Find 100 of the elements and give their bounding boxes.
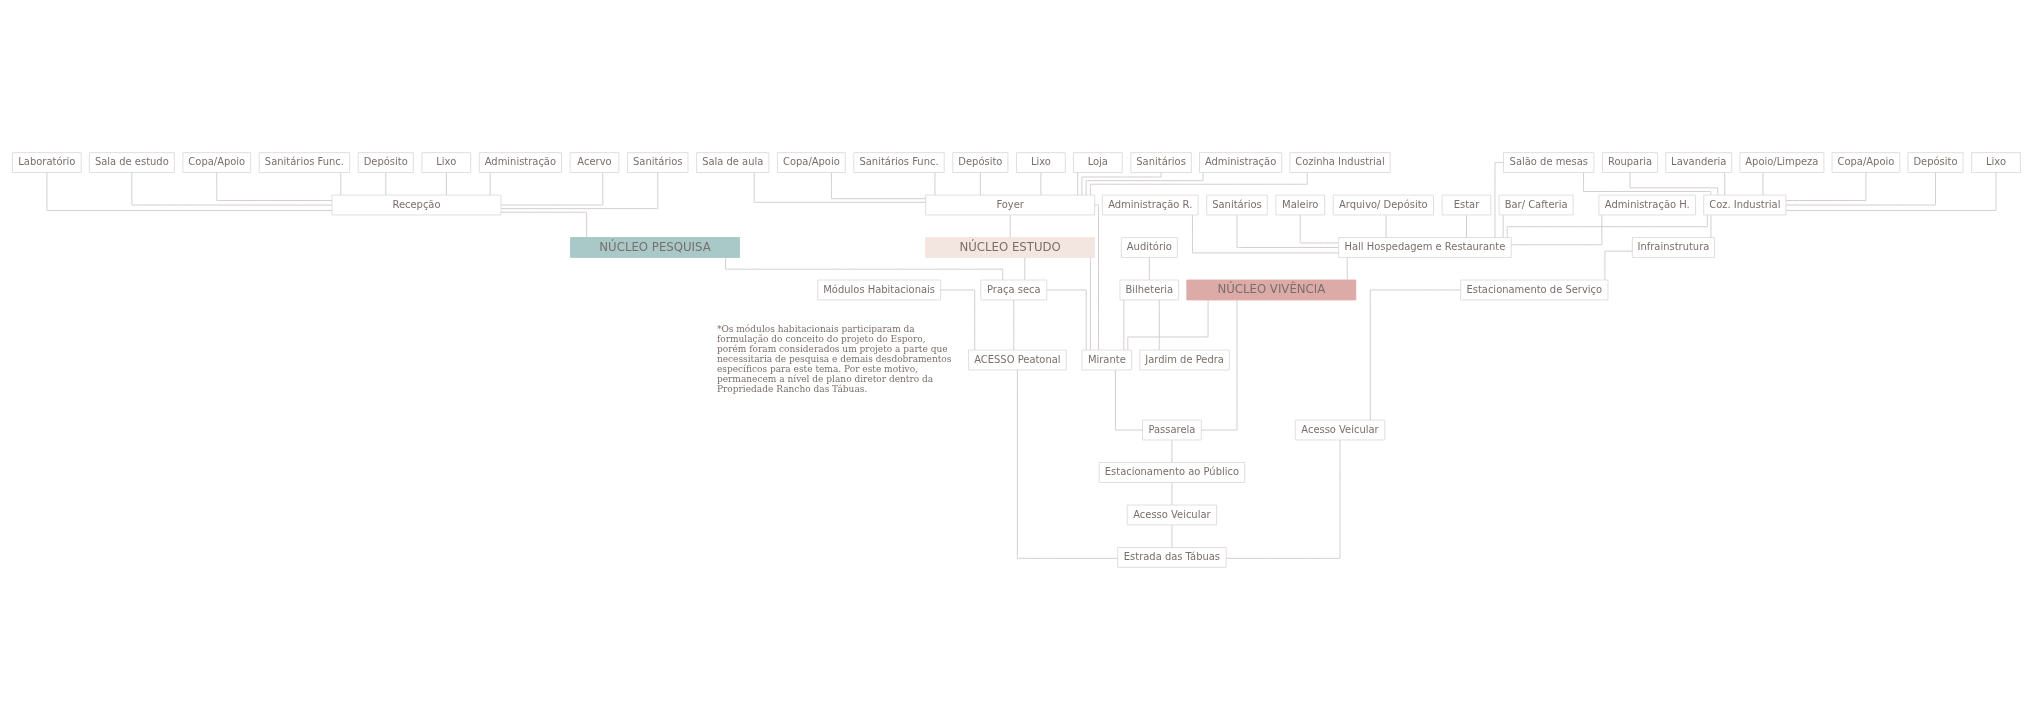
connector — [500, 172, 604, 206]
node-box: Lixo — [1971, 152, 2021, 173]
connector — [1089, 172, 1308, 196]
node-box: Sanitários — [627, 152, 689, 173]
node-box: NÚCLEO ESTUDO — [925, 237, 1096, 258]
node-box: Módulos Habitacionais — [817, 279, 942, 301]
node-box: Salão de mesas — [1503, 152, 1595, 173]
node-box: Recepção — [331, 194, 502, 216]
connector — [1236, 214, 1339, 248]
connector — [1785, 172, 1936, 206]
node-box: Cozinha Industrial — [1289, 152, 1391, 173]
connector — [1346, 257, 1348, 281]
node-box: Auditório — [1120, 237, 1178, 258]
node-box: Estacionamento de Serviço — [1460, 279, 1609, 301]
node-box: Estacionamento ao Público — [1098, 462, 1246, 483]
node-box: Depósito — [1907, 152, 1964, 173]
connector — [940, 289, 976, 351]
node-box: Bar/ Cafteria — [1498, 194, 1574, 216]
connector — [753, 172, 927, 203]
connector — [1506, 214, 1708, 238]
connector — [979, 172, 981, 196]
node-box: Administração H. — [1598, 194, 1697, 216]
connector — [1046, 289, 1087, 351]
node-box: Jardim de Pedra — [1139, 349, 1230, 371]
node-box: Acesso Veicular — [1294, 419, 1386, 441]
node-box: Lavanderia — [1665, 152, 1733, 173]
node-box: Infrainstrutura — [1631, 237, 1715, 258]
node-box: Arquivo/ Depósito — [1332, 194, 1434, 216]
node-box: Sanitários Func. — [853, 152, 945, 173]
connector — [1494, 162, 1504, 238]
node-box: Foyer — [925, 194, 1096, 216]
node-box: Sala de aula — [696, 152, 770, 173]
connector — [1077, 172, 1079, 196]
connector — [1785, 172, 1997, 211]
node-box: Depósito — [952, 152, 1009, 173]
node-box: Administração — [478, 152, 562, 173]
connector — [445, 172, 447, 196]
node-box: Administração R. — [1101, 194, 1199, 216]
node-box: Copa/Apoio — [777, 152, 846, 173]
node-box: Apoio/Limpeza — [1739, 152, 1825, 173]
node-box: Depósito — [357, 152, 414, 173]
connector — [1009, 214, 1011, 238]
node-box: NÚCLEO VIVÊNCIA — [1186, 279, 1357, 301]
connector — [1466, 214, 1467, 238]
node-box: Sala de estudo — [88, 152, 175, 173]
connector — [1094, 204, 1099, 351]
connector — [1081, 172, 1162, 196]
connector — [1013, 299, 1015, 351]
node-box: Maleiro — [1275, 194, 1326, 216]
connector — [1127, 299, 1209, 351]
node-box: Estar — [1441, 194, 1492, 216]
connector — [500, 211, 588, 238]
node-box: Bilheteria — [1119, 279, 1180, 301]
node-box: Laboratório — [12, 152, 82, 173]
node-box: Mirante — [1081, 349, 1133, 371]
node-box: Acesso Veicular — [1126, 504, 1218, 526]
connector — [1192, 214, 1339, 254]
connector — [340, 172, 342, 196]
node-box: Sanitários — [1130, 152, 1192, 173]
node-box: Hall Hospedagem e Restaurante — [1338, 237, 1512, 258]
connector — [831, 172, 926, 200]
node-box: Sanitários Func. — [258, 152, 351, 173]
node-box: Estrada das Tábuas — [1117, 547, 1227, 568]
node-box: Passarela — [1142, 419, 1202, 441]
node-box: Rouparia — [1602, 152, 1659, 173]
node-box: Copa/Apoio — [182, 152, 252, 173]
connector — [1024, 257, 1026, 281]
node-box: Sanitários — [1206, 194, 1268, 216]
connector — [1085, 172, 1204, 196]
connector — [1299, 214, 1339, 244]
connector — [1604, 250, 1633, 281]
connector — [1583, 172, 1712, 196]
connector — [385, 172, 387, 196]
connector — [1016, 369, 1118, 559]
connector — [1510, 214, 1603, 246]
connector — [1200, 299, 1238, 431]
node-box: Acervo — [569, 152, 620, 173]
node-box: Loja — [1073, 152, 1123, 173]
node-box: NÚCLEO PESQUISA — [570, 237, 740, 258]
connector — [1225, 439, 1341, 559]
node-box: Coz. Industrial — [1703, 194, 1787, 216]
connector — [1369, 289, 1461, 421]
node-box: Administração — [1199, 152, 1283, 173]
connector — [216, 172, 333, 201]
node-box: Lixo — [421, 152, 472, 173]
connector — [1629, 172, 1719, 196]
node-box: Praça seca — [980, 279, 1048, 301]
connector — [131, 172, 333, 206]
connector — [1785, 172, 1867, 201]
connector — [1115, 369, 1143, 431]
connector — [1148, 257, 1150, 281]
connector — [46, 172, 333, 211]
node-box: Copa/Apoio — [1831, 152, 1901, 173]
connector — [500, 172, 659, 210]
connector — [1724, 172, 1726, 196]
connector — [1158, 299, 1160, 351]
connector — [1090, 257, 1091, 351]
label: *Os módulos habitacionais participaram da formulação do conceito do projeto do Esporo, porém foram considerados um projeto a parte que necessitaria de pesquisa e demais desdobramentos específicos para este tema. Por este motivo, permanecem a nível de plano diretor dentro da Propriedade Rancho das Tábuas. — [716, 324, 952, 395]
connector — [725, 257, 1004, 281]
node-box: Lixo — [1016, 152, 1066, 173]
